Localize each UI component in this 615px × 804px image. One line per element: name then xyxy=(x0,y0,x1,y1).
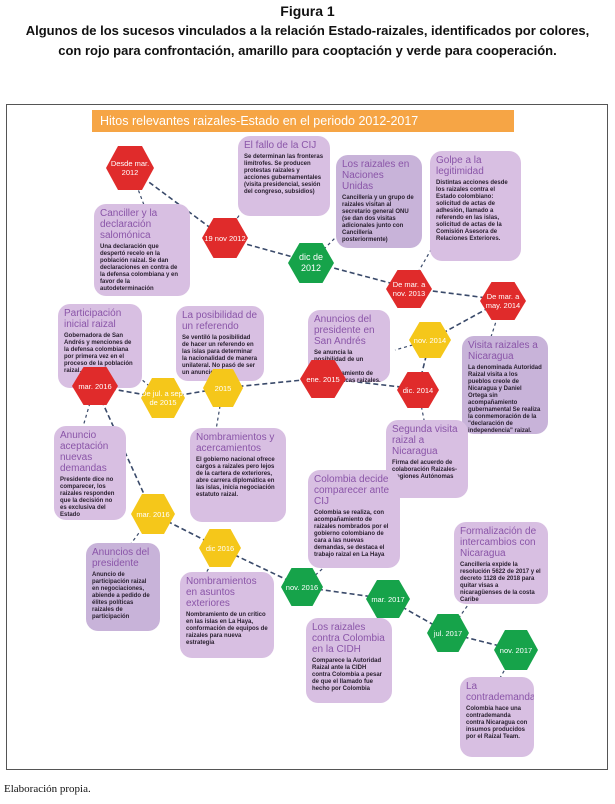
card-title: Nombramientos y acercamientos xyxy=(196,432,275,454)
node-dic-2014: dic. 2014 xyxy=(397,372,439,408)
connector-link xyxy=(204,547,221,576)
card-cidh: Los raizales contra Colombia en la CIDH … xyxy=(306,618,392,703)
card-title: Los raizales contra Colombia en la CIDH xyxy=(312,622,385,655)
card-body: Nombramiento de un crítico en las islas … xyxy=(186,612,268,646)
figure-header: Figura 1 Algunos de los sucesos vinculad… xyxy=(0,2,615,61)
figure-number: Figura 1 xyxy=(280,3,335,19)
card-body: Distintas acciones desde los raizales co… xyxy=(436,180,508,242)
card-participacion: Participación inicial raizal Gobernadora… xyxy=(58,304,142,388)
card-visita-nicaragua: Visita raizales a Nicaragua La denominad… xyxy=(462,336,548,434)
card-body: Cancillería y un grupo de raizales visit… xyxy=(342,195,414,243)
card-naciones-unidas: Los raizales en Naciones Unidas Cancille… xyxy=(336,155,422,248)
card-title: La posibilidad de un referendo xyxy=(182,310,258,332)
card-title: El fallo de la CIJ xyxy=(244,140,317,151)
card-title: Nombramientos en asuntos exteriores xyxy=(186,576,257,609)
node-mar-2016-a: mar. 2016 xyxy=(72,367,118,405)
card-title: Anuncios del presidente en San Andrés xyxy=(314,314,375,347)
chart-banner: Hitos relevantes raizales-Estado en el p… xyxy=(92,110,514,132)
card-title: Anuncio aceptación nuevas demandas xyxy=(60,430,109,474)
card-body: La denominada Autoridad Raizal visita a … xyxy=(468,365,542,434)
card-nombramientos-exteriores: Nombramientos en asuntos exteriores Nomb… xyxy=(180,572,274,658)
card-title: Segunda visita raizal a Nicaragua xyxy=(392,424,458,457)
card-body: Colombia se realiza, con acompañamiento … xyxy=(314,510,389,558)
card-body: Colombia hace una contrademanda contra N… xyxy=(466,706,528,740)
card-body: El gobierno nacional ofrece cargos a rai… xyxy=(196,457,275,498)
card-fallo-cij: El fallo de la CIJ Se determinan las fro… xyxy=(238,136,330,216)
node-19-nov-2012: 19 nov 2012 xyxy=(202,218,248,258)
card-title: La contrademanda xyxy=(466,681,534,703)
card-title: Canciller y la declaración salomónica xyxy=(100,208,158,241)
figure-caption: Algunos de los sucesos vinculados a la r… xyxy=(25,23,590,58)
card-body: Presidente dice no comparecer, los raiza… xyxy=(60,477,115,518)
card-aceptacion: Anuncio aceptación nuevas demandas Presi… xyxy=(54,426,126,520)
card-formalizacion: Formalización de intercambios con Nicara… xyxy=(454,522,548,604)
card-comparecer: Colombia decide comparecer ante CIJ Colo… xyxy=(308,470,400,568)
card-title: Golpe a la legitimidad xyxy=(436,155,484,177)
card-anuncios-san-andres: Anuncios del presidente en San Andrés Se… xyxy=(308,310,390,382)
card-title: Visita raizales a Nicaragua xyxy=(468,340,538,362)
source-note: Elaboración propia. xyxy=(4,783,91,795)
card-contrademanda: La contrademanda Colombia hace una contr… xyxy=(460,677,534,757)
card-body: Se ventiló la posibilidad de hacer un re… xyxy=(182,335,258,376)
card-body: Firma del acuerdo de colaboración Raizal… xyxy=(392,460,458,480)
card-referendo: La posibilidad de un referendo Se ventil… xyxy=(176,306,264,381)
card-title: Colombia decide comparecer ante CIJ xyxy=(314,474,390,507)
card-nombramientos-acercamientos: Nombramientos y acercamientos El gobiern… xyxy=(190,428,286,522)
card-body: Se determinan las fronteras limítrofes. … xyxy=(244,154,324,195)
card-body: Cancillería expide la resolución 5622 de… xyxy=(460,562,541,603)
node-2015: 2015 xyxy=(203,369,243,407)
node-nov-2014: nov. 2014 xyxy=(409,322,451,358)
figure-frame xyxy=(6,104,608,770)
card-segunda-visita: Segunda visita raizal a Nicaragua Firma … xyxy=(386,420,468,498)
card-title: Participación inicial raizal xyxy=(64,308,122,330)
card-body: Comparece la Autoridad Raizal ante la CI… xyxy=(312,658,383,692)
card-canciller: Canciller y la declaración salomónica Un… xyxy=(94,204,190,296)
card-golpe: Golpe a la legitimidad Distintas accione… xyxy=(430,151,521,261)
card-anuncios-presidente: Anuncios del presidente Anuncio de parti… xyxy=(86,543,160,631)
card-title: Formalización de intercambios con Nicara… xyxy=(460,526,537,559)
card-body: Anuncio de participación raizal en negoc… xyxy=(92,572,150,620)
card-title: Anuncios del presidente xyxy=(92,547,150,569)
card-body: Una declaración que despertó recelo en l… xyxy=(100,244,179,292)
card-body: Gobernadora de San Andrés y menciones de… xyxy=(64,333,133,374)
card-title: Los raizales en Naciones Unidas xyxy=(342,159,410,192)
connector-link xyxy=(499,649,517,679)
connector xyxy=(429,299,504,341)
